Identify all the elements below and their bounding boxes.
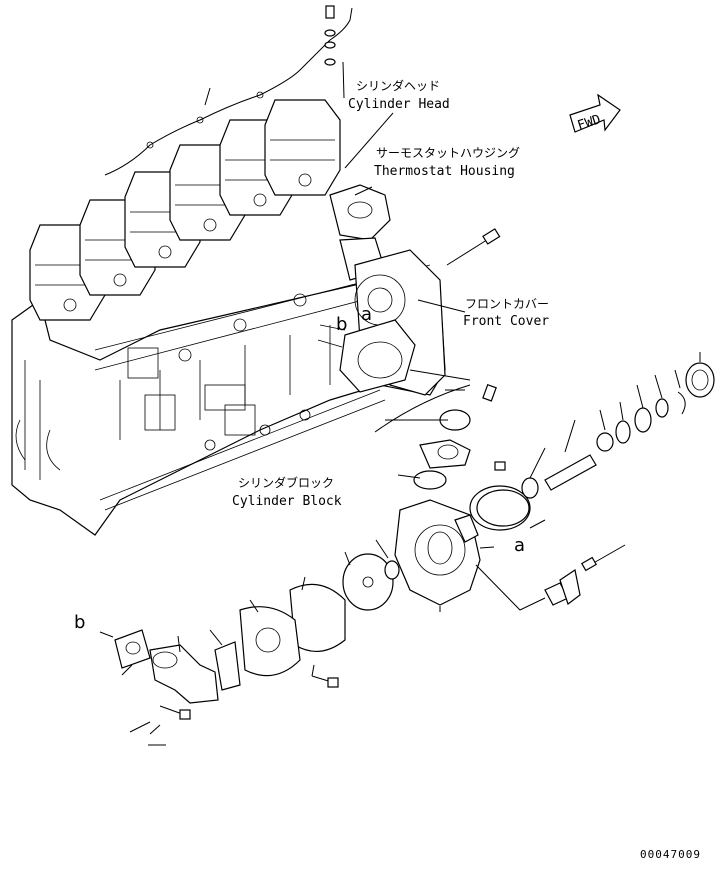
impeller-cover-drawing (114, 553, 400, 720)
ref-a-housing: a (514, 535, 525, 556)
ref-b-main: b (336, 314, 347, 335)
cylinder-block-label-en: Cylinder Block (232, 494, 342, 509)
cylinder-head-drawing (29, 99, 341, 321)
front-cover-label-en: Front Cover (463, 314, 549, 329)
long-bolt-drawing (446, 228, 501, 266)
fwd-arrow: FWD (569, 93, 621, 134)
front-cover-label-jp: フロントカバー (465, 297, 549, 311)
small-parts-drawing (413, 383, 531, 531)
cylinder-block-label-jp: シリンダブロック (238, 475, 334, 490)
thermostat-housing-label-jp: サーモスタットハウジング (376, 146, 520, 160)
shaft-leaders (529, 352, 701, 479)
drawing-code: 00047009 (640, 848, 701, 861)
callout-leaders (99, 61, 546, 746)
water-pump-housing-drawing (394, 499, 481, 606)
ref-b-outlet: b (74, 612, 85, 633)
cylinder-head-label-en: Cylinder Head (348, 97, 450, 112)
ref-a-main: a (361, 304, 372, 325)
fuel-line-drawing (104, 5, 353, 176)
fwd-label: FWD (576, 112, 603, 134)
front-cover-drawing (317, 249, 446, 396)
cylinder-head-label-jp: シリンダヘッド (356, 78, 440, 93)
cylinder-block-drawing (11, 264, 446, 536)
thermostat-housing-label-en: Thermostat Housing (374, 164, 515, 179)
pump-shaft-drawing (521, 362, 715, 499)
bracket-drawing (544, 544, 626, 606)
